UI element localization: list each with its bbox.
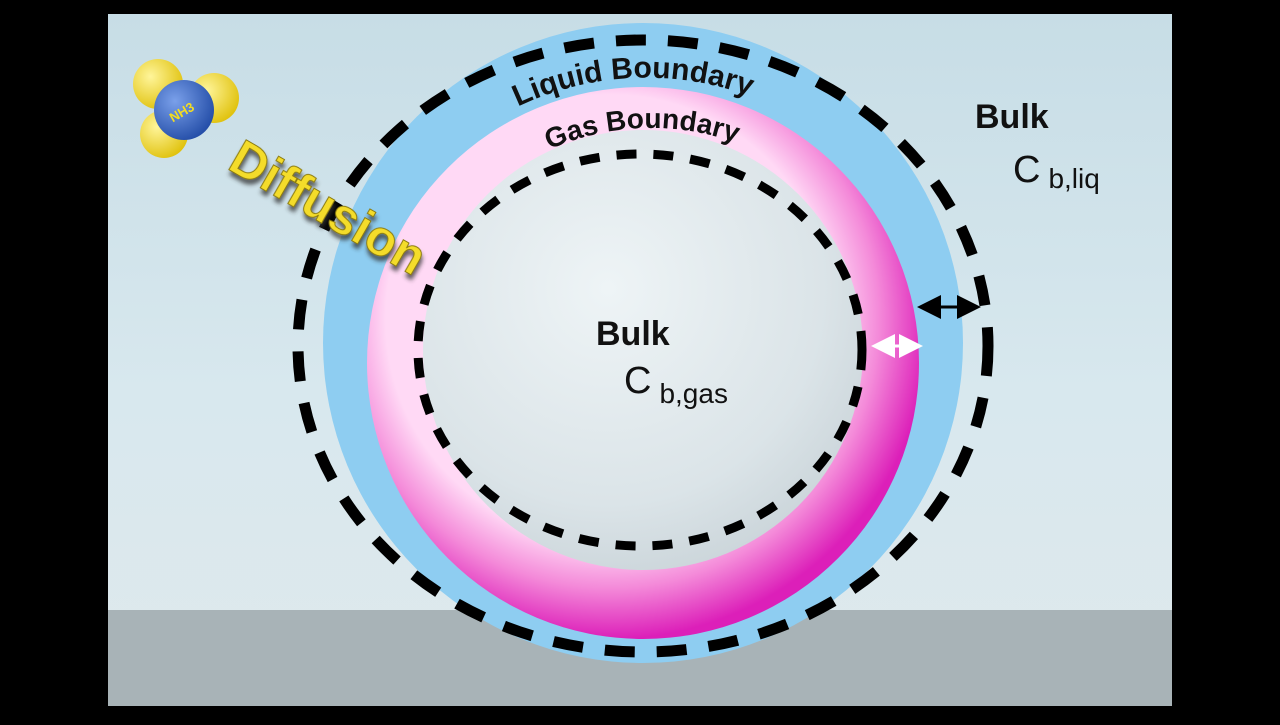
bulk-liquid-label: Bulk <box>975 98 1049 136</box>
bubble-core <box>423 130 863 570</box>
ammonia-molecule-icon: NH3 <box>133 59 239 158</box>
gas-liquid-interface-line <box>413 149 867 551</box>
outer-liquid-boundary-line <box>292 34 994 658</box>
bulk-gas-label: Bulk <box>596 315 670 353</box>
